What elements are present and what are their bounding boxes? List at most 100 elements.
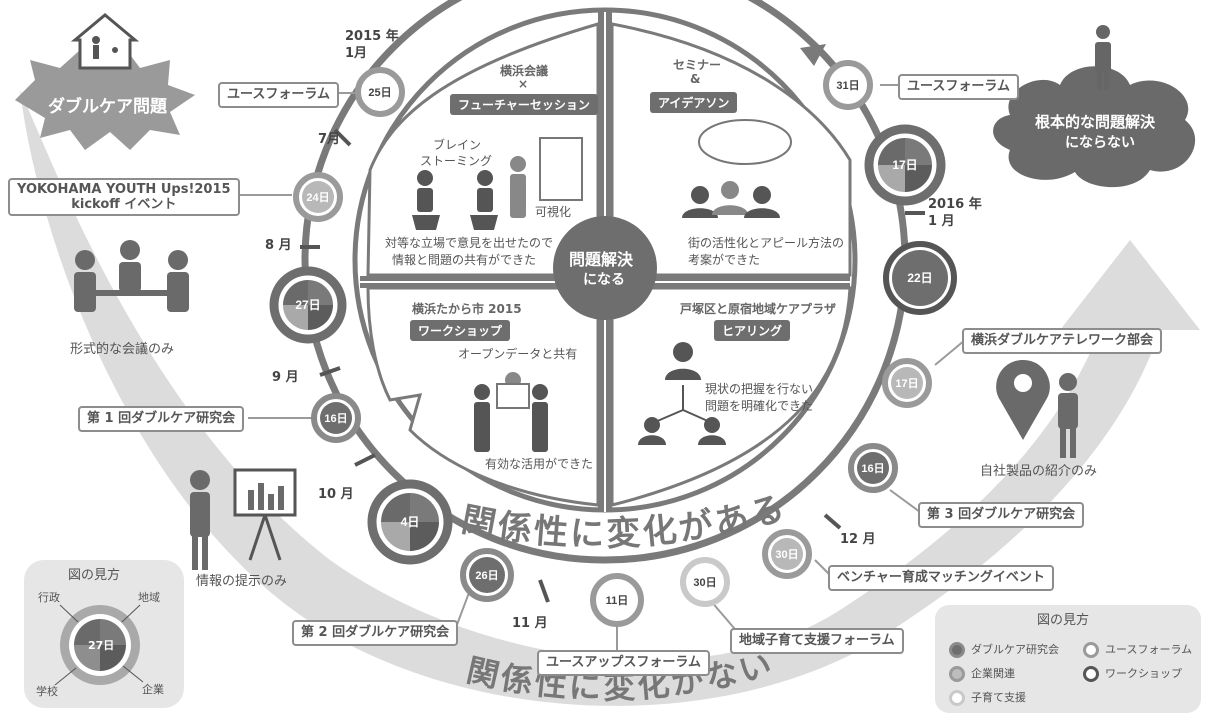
timeline-node-fill xyxy=(832,69,864,101)
timeline-node-quadrant xyxy=(308,280,333,305)
legend-left-tr: 地域 xyxy=(138,591,160,604)
month-9: 9 月 xyxy=(272,370,299,385)
timeline-node-day: 11日 xyxy=(606,594,629,607)
label-dc-2: 第 2 回ダブルケア研究会 xyxy=(292,620,459,646)
label-youth-forum-1: ユースフォーラム xyxy=(218,82,339,108)
map-pin-icon xyxy=(996,360,1078,458)
timeline-node-fill xyxy=(364,76,396,108)
bl-caption: 有効な活用ができた xyxy=(485,457,594,471)
center-line1: 問題解決 xyxy=(569,250,634,269)
legend-item-corp: 企業関連 xyxy=(949,665,1015,682)
month-7: 7月 xyxy=(318,132,341,147)
label-kickoff: YOKOHAMA YOUTH Ups!2015 kickoff イベント xyxy=(8,178,240,216)
tl-title1: 横浜会議 xyxy=(500,64,549,78)
timeline-node-quadrant xyxy=(905,138,932,165)
legend-dot xyxy=(1083,642,1099,658)
workshop-figures xyxy=(474,372,548,452)
label-youth-up: ユースアップスフォーラム xyxy=(537,650,710,676)
timeline-node-fill xyxy=(302,181,334,213)
cloud-line2: にならない xyxy=(1065,135,1135,151)
timeline-node-fill xyxy=(320,402,352,434)
timeline-node-fill xyxy=(857,452,889,484)
cloud-line1: 根本的な問題解決 xyxy=(1035,113,1156,131)
tl-title2: × xyxy=(518,77,529,91)
tr-title1: セミナー xyxy=(673,58,722,72)
timeline-node: 17日 xyxy=(864,124,946,206)
tr-pill: アイデアソン xyxy=(650,92,738,113)
timeline-node: 4日 xyxy=(367,479,453,565)
double-care-problem: ダブルケア問題 xyxy=(48,97,167,117)
caption-present: 情報の提示のみ xyxy=(196,574,288,589)
timeline-node: 24日 xyxy=(293,172,343,222)
timeline-node: 27日 xyxy=(269,266,347,344)
legend-left-title: 図の見方 xyxy=(68,568,121,583)
label-venture: ベンチャー育成マッチングイベント xyxy=(828,565,1054,591)
legend-left-donut xyxy=(24,560,184,708)
month-12: 12 月 xyxy=(840,532,876,547)
timeline-node-quadrant xyxy=(905,165,932,192)
timeline-node-fill xyxy=(771,538,803,570)
legend-left-br: 企業 xyxy=(142,683,164,696)
legend-dot xyxy=(949,690,965,706)
legend-item-dc: ダブルケア研究会 xyxy=(949,641,1059,658)
legend-dot xyxy=(949,642,965,658)
br-caption1: 現状の把握を行ない xyxy=(705,382,814,396)
timeline-node: 25日 xyxy=(355,67,405,117)
label-kickoff-line1: YOKOHAMA YOUTH Ups!2015 xyxy=(17,182,231,197)
meeting-icon xyxy=(74,240,189,312)
timeline-node: 17日 xyxy=(882,358,932,408)
legend-right-title: 図の見方 xyxy=(1037,613,1090,628)
label-telework: 横浜ダブルケアテレワーク部会 xyxy=(962,328,1163,354)
legend-dot xyxy=(949,666,965,682)
legend-dot xyxy=(1083,666,1099,682)
month-10: 10 月 xyxy=(318,487,354,502)
legend-item-label: ワークショップ xyxy=(1105,667,1182,680)
legend-item-label: ダブルケア研究会 xyxy=(971,643,1059,656)
legend-right: 図の見方 ダブルケア研究会 ユースフォーラム 企業関連 ワークショップ 子育て支… xyxy=(935,605,1201,713)
legend-item-ws: ワークショップ xyxy=(1083,665,1182,682)
tr-caption1: 街の活性化とアピール方法の xyxy=(688,236,845,250)
center-hub xyxy=(553,216,657,320)
hearing-figures xyxy=(638,342,726,445)
br-title1: 戸塚区と原宿地域ケアプラザ xyxy=(680,302,837,316)
year-2015: 2015 年 xyxy=(345,29,399,44)
bl-title1: 横浜たから市 2015 xyxy=(412,302,522,316)
timeline-node: 16日 xyxy=(848,443,898,493)
timeline-node: 31日 xyxy=(823,60,873,110)
timeline-node-day: 31日 xyxy=(836,79,859,92)
ideathon-figures xyxy=(682,119,792,218)
timeline-node-day: 25日 xyxy=(368,86,391,99)
tl-caption2: 情報と問題の共有ができた xyxy=(392,253,537,267)
legend-item-label: 企業関連 xyxy=(971,667,1015,680)
tl-sub1: ブレイン xyxy=(433,138,482,152)
timeline-node: 16日 xyxy=(311,393,361,443)
timeline-node-quadrant xyxy=(878,138,905,165)
label-child-forum: 地域子育て支援フォーラム xyxy=(730,628,904,654)
label-dc-3: 第 3 回ダブルケア研究会 xyxy=(918,502,1085,528)
tl-sub2: ストーミング xyxy=(420,154,493,168)
timeline-node-day: 17日 xyxy=(892,158,917,172)
timeline-node-fill xyxy=(689,566,721,598)
timeline-node-quadrant xyxy=(308,305,333,330)
timeline-node-day: 16日 xyxy=(861,462,884,475)
timeline-node-quadrant xyxy=(283,305,308,330)
label-dc-1: 第 1 回ダブルケア研究会 xyxy=(78,406,245,432)
outer-band xyxy=(20,90,1200,706)
timeline-node-day: 27日 xyxy=(295,298,320,312)
tl-caption1: 対等な立場で意見を出せたので xyxy=(385,236,554,250)
label-kickoff-line2: kickoff イベント xyxy=(71,197,177,212)
year-2016: 2016 年 xyxy=(928,197,982,212)
timeline-node-quadrant xyxy=(381,493,410,522)
timeline-node-day: 24日 xyxy=(306,191,329,204)
legend-item-label: 子育て支援 xyxy=(971,691,1026,704)
timeline-node-fill xyxy=(891,367,923,399)
bl-sub: オープンデータと共有 xyxy=(458,347,578,361)
timeline-node-day: 16日 xyxy=(324,412,347,425)
tl-pill: フューチャーセッション xyxy=(450,94,598,115)
tr-caption2: 考案ができた xyxy=(688,253,761,267)
warning-starburst xyxy=(15,48,195,150)
legend-item-child: 子育て支援 xyxy=(949,689,1026,706)
caption-product: 自社製品の紹介のみ xyxy=(980,464,1098,479)
timeline-node-day: 17日 xyxy=(895,377,918,390)
